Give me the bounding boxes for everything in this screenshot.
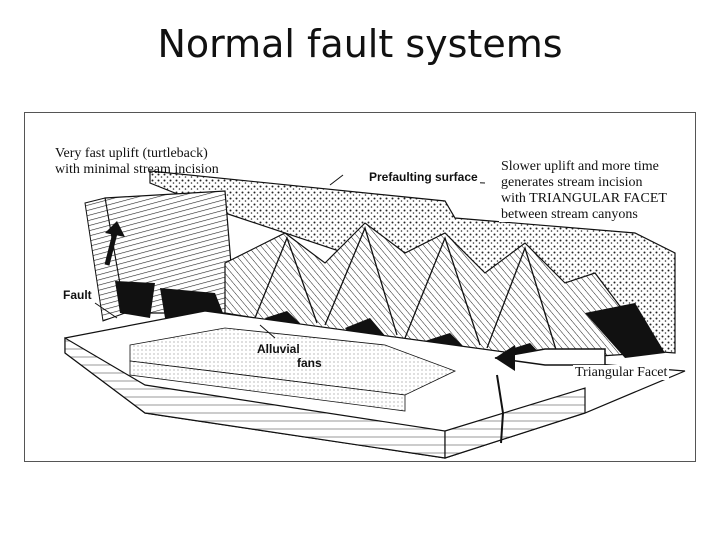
label-very-fast-uplift-2: with minimal stream incision: [55, 162, 219, 177]
label-alluvial: Alluvial: [257, 342, 300, 356]
fault-plane-line: [496, 374, 505, 444]
label-very-fast-uplift-1: Very fast uplift (turtleback): [55, 146, 208, 161]
label-slower-uplift-1: Slower uplift and more time: [499, 159, 661, 175]
label-prefaulting-surface: Prefaulting surface: [367, 170, 480, 185]
label-fans: fans: [297, 356, 322, 370]
label-triangular-facet: Triangular Facet: [573, 365, 670, 381]
triangular-facet-arrow: [494, 345, 606, 371]
triangular-facets: [254, 226, 558, 354]
slide-title: Normal fault systems: [157, 22, 563, 66]
label-fault: Fault: [61, 288, 94, 303]
fan-cross-section: [129, 360, 406, 412]
normal-fault-block-diagram: [64, 170, 686, 459]
diagram-frame: Very fast uplift (turtleback) with minim…: [24, 112, 696, 462]
label-slower-uplift-3: with TRIANGULAR FACET: [499, 191, 669, 207]
label-slower-uplift-4: between stream canyons: [499, 207, 640, 223]
uplift-arrow: [104, 221, 125, 266]
label-slower-uplift-2: generates stream incision: [499, 175, 645, 191]
downthrown-end-face: [444, 387, 586, 459]
